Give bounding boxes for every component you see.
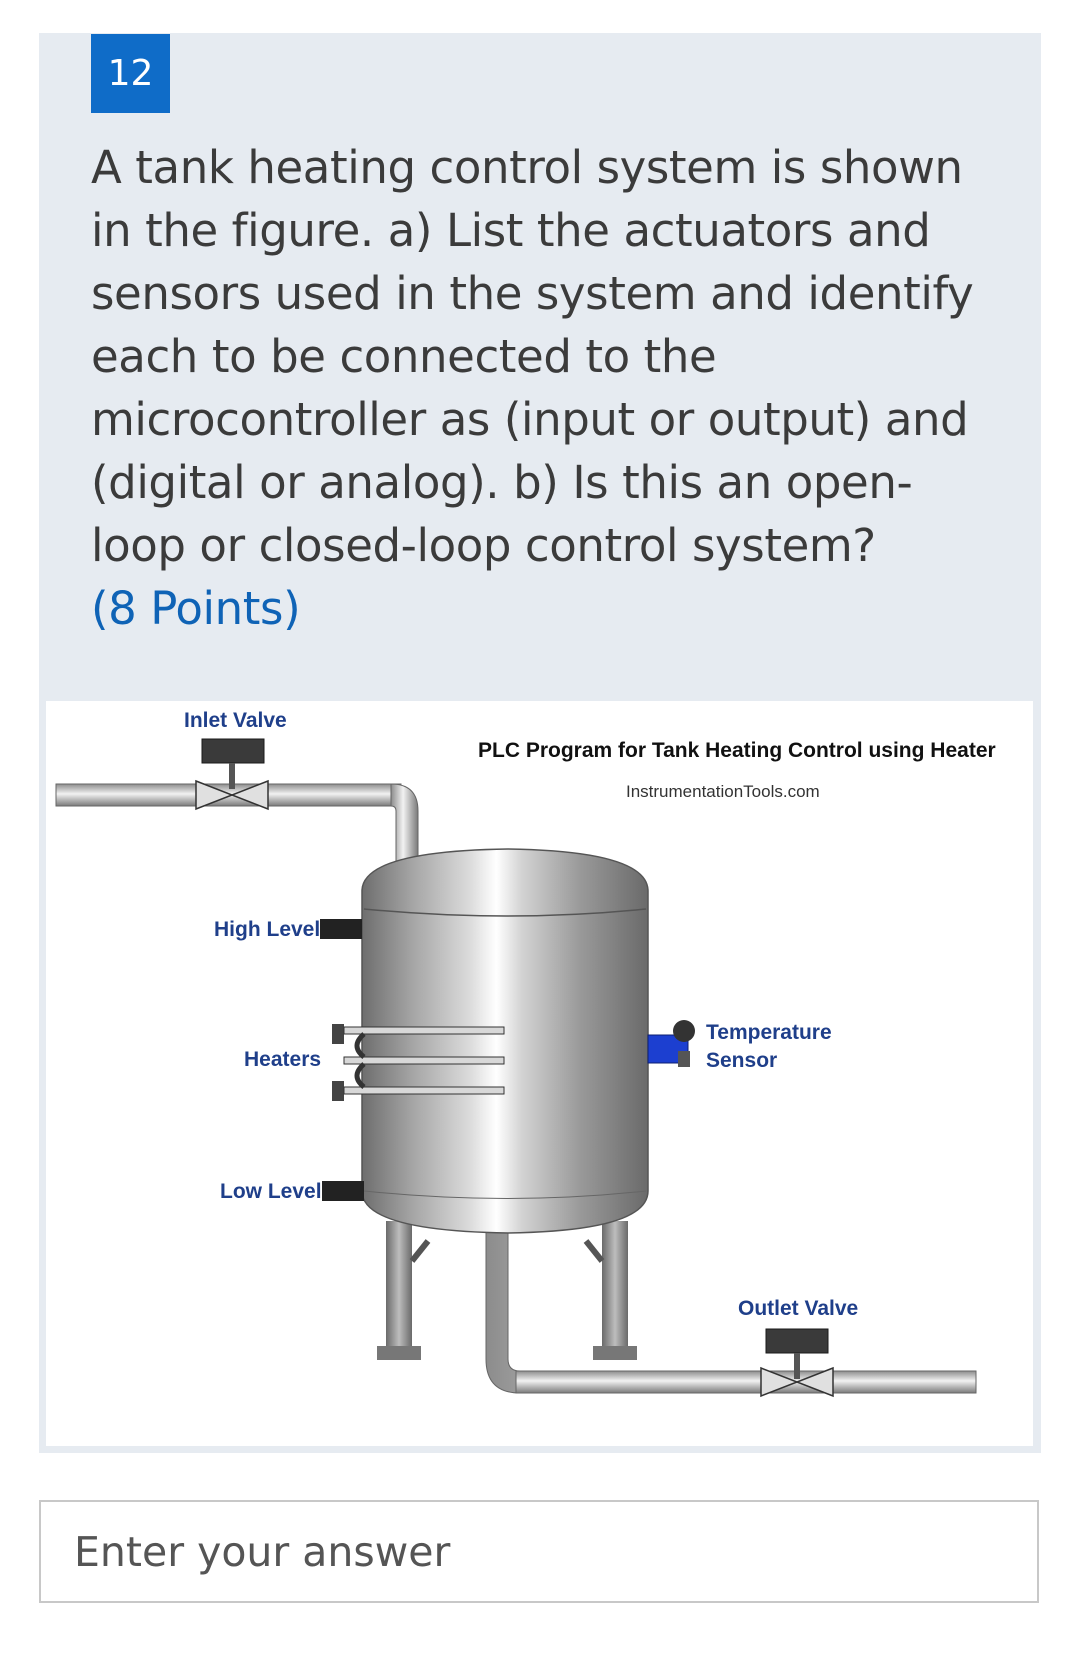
tank-body [361,848,649,1234]
question-number: 12 [91,34,170,113]
high-level-label: High Level [214,918,320,941]
tank-diagram-svg: Inlet Valve PLC Program for Tank Heating… [55,709,996,1398]
question-points: (8 Points) [91,582,301,635]
diagram-title: PLC Program for Tank Heating Control usi… [478,739,996,762]
inlet-valve-label: Inlet Valve [184,709,287,732]
inlet-valve-icon [195,738,269,811]
question-line: A tank heating control system is shown [91,141,963,194]
temperature-sensor-label-line1: Temperature [706,1021,832,1044]
answer-input[interactable] [39,1500,1039,1603]
heater-elements-icon [332,1024,505,1101]
question-line: (digital or analog). b) Is this an open- [91,456,913,509]
temperature-sensor-label-line2: Sensor [706,1049,777,1072]
low-level-sensor-icon [322,1181,364,1201]
diagram-source: InstrumentationTools.com [626,782,820,801]
tank-legs [377,1221,637,1360]
question-card: 12 A tank heating control system is show… [39,33,1041,1453]
question-text: A tank heating control system is shown i… [91,136,1031,640]
high-level-sensor-icon [320,919,362,939]
temperature-sensor-icon [647,1020,695,1067]
outlet-pipe [485,1220,977,1394]
low-level-label: Low Level [220,1180,322,1203]
question-line: sensors used in the system and identify [91,267,974,320]
question-line: microcontroller as (input or output) and [91,393,969,446]
question-line: each to be connected to the [91,330,717,383]
outlet-valve-label: Outlet Valve [738,1297,858,1320]
heaters-label: Heaters [244,1048,321,1071]
outlet-valve-icon [760,1328,834,1398]
question-line: loop or closed-loop control system? [91,519,876,572]
question-line: in the figure. a) List the actuators and [91,204,931,257]
tank-heating-diagram: Inlet Valve PLC Program for Tank Heating… [46,701,1033,1446]
